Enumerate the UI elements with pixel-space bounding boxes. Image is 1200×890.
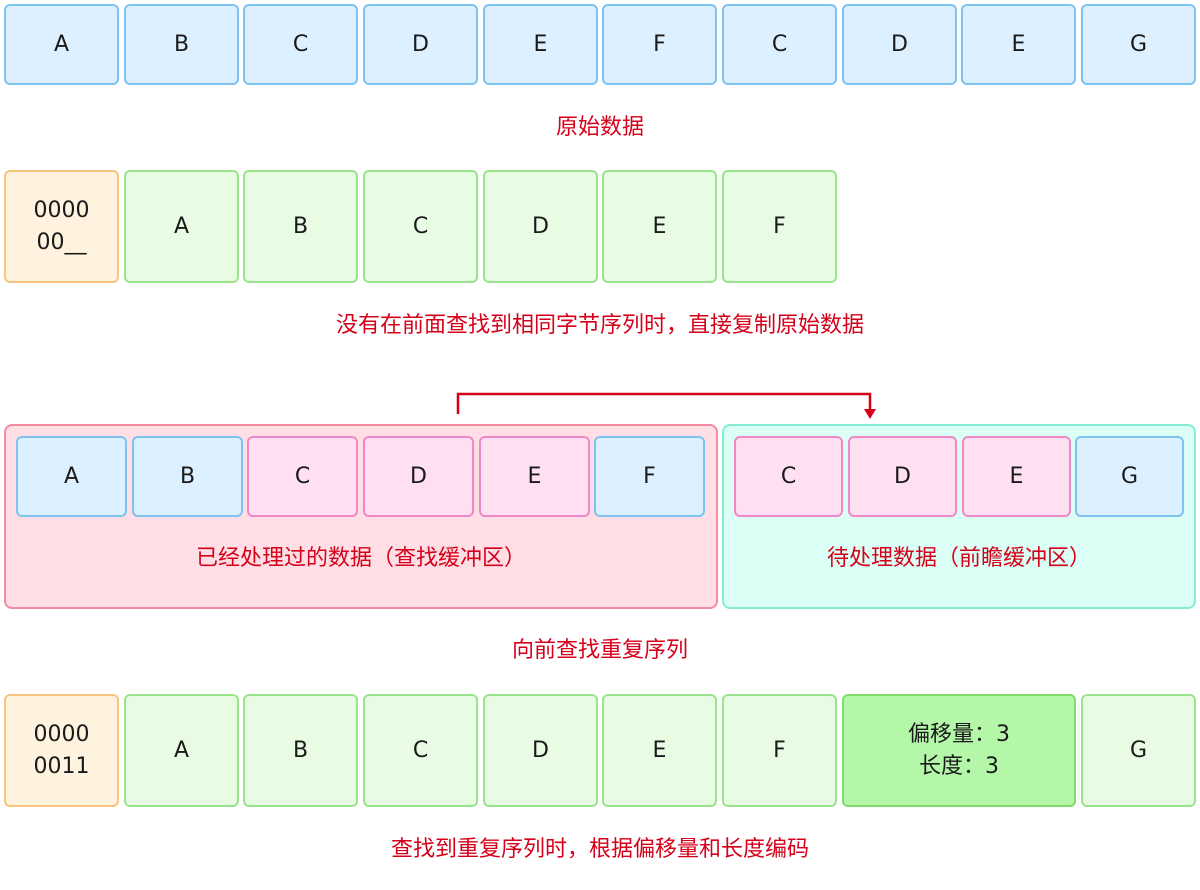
row1-cell: E xyxy=(483,4,598,85)
row3-caption: 向前查找重复序列 xyxy=(511,638,688,663)
row1-cell: A xyxy=(4,4,119,85)
search-buffer-cell-match: E xyxy=(479,436,590,517)
lookahead-buffer-cell-match: C xyxy=(734,436,843,517)
row1-cell: D xyxy=(363,4,478,85)
row1-cell: E xyxy=(961,4,1076,85)
row1-cell: F xyxy=(602,4,717,85)
row2-cell: C xyxy=(363,170,478,283)
row1-cell: B xyxy=(124,4,239,85)
search-buffer-cell-match: D xyxy=(363,436,474,517)
row4-cell: A xyxy=(124,694,239,807)
row1-cell: C xyxy=(722,4,837,85)
row4-caption: 查找到重复序列时，根据偏移量和长度编码 xyxy=(390,837,809,862)
row4-cell: B xyxy=(243,694,358,807)
search-buffer-cell: F xyxy=(594,436,705,517)
lookahead-buffer-cell: G xyxy=(1075,436,1184,517)
search-buffer-cell: B xyxy=(132,436,243,517)
row2-caption: 没有在前面查找到相同字节序列时，直接复制原始数据 xyxy=(335,313,864,338)
row2-cell: F xyxy=(722,170,837,283)
offset-length-token: 偏移量：3 长度：3 xyxy=(842,694,1076,807)
row4-cell: G xyxy=(1081,694,1196,807)
row1-cell: C xyxy=(243,4,358,85)
row4-flag-byte: 0000 0011 xyxy=(4,694,119,807)
lookahead-buffer-cell-match: D xyxy=(848,436,957,517)
row4-cell: D xyxy=(483,694,598,807)
search-buffer-cell-match: C xyxy=(247,436,358,517)
row1-caption: 原始数据 xyxy=(555,115,644,140)
lookahead-buffer-caption: 待处理数据（前瞻缓冲区） xyxy=(826,546,1091,571)
row2-flag-byte: 0000 00__ xyxy=(4,170,119,283)
row2-cell: D xyxy=(483,170,598,283)
row1-cell: D xyxy=(842,4,957,85)
search-buffer-cell: A xyxy=(16,436,127,517)
row4-cell: C xyxy=(363,694,478,807)
row4-cell: F xyxy=(722,694,837,807)
search-buffer-caption: 已经处理过的数据（查找缓冲区） xyxy=(195,546,526,571)
lookahead-buffer-cell-match: E xyxy=(962,436,1071,517)
row1-cell: G xyxy=(1081,4,1196,85)
row2-cell: B xyxy=(243,170,358,283)
row2-cell: A xyxy=(124,170,239,283)
row4-cell: E xyxy=(602,694,717,807)
row2-cell: E xyxy=(602,170,717,283)
